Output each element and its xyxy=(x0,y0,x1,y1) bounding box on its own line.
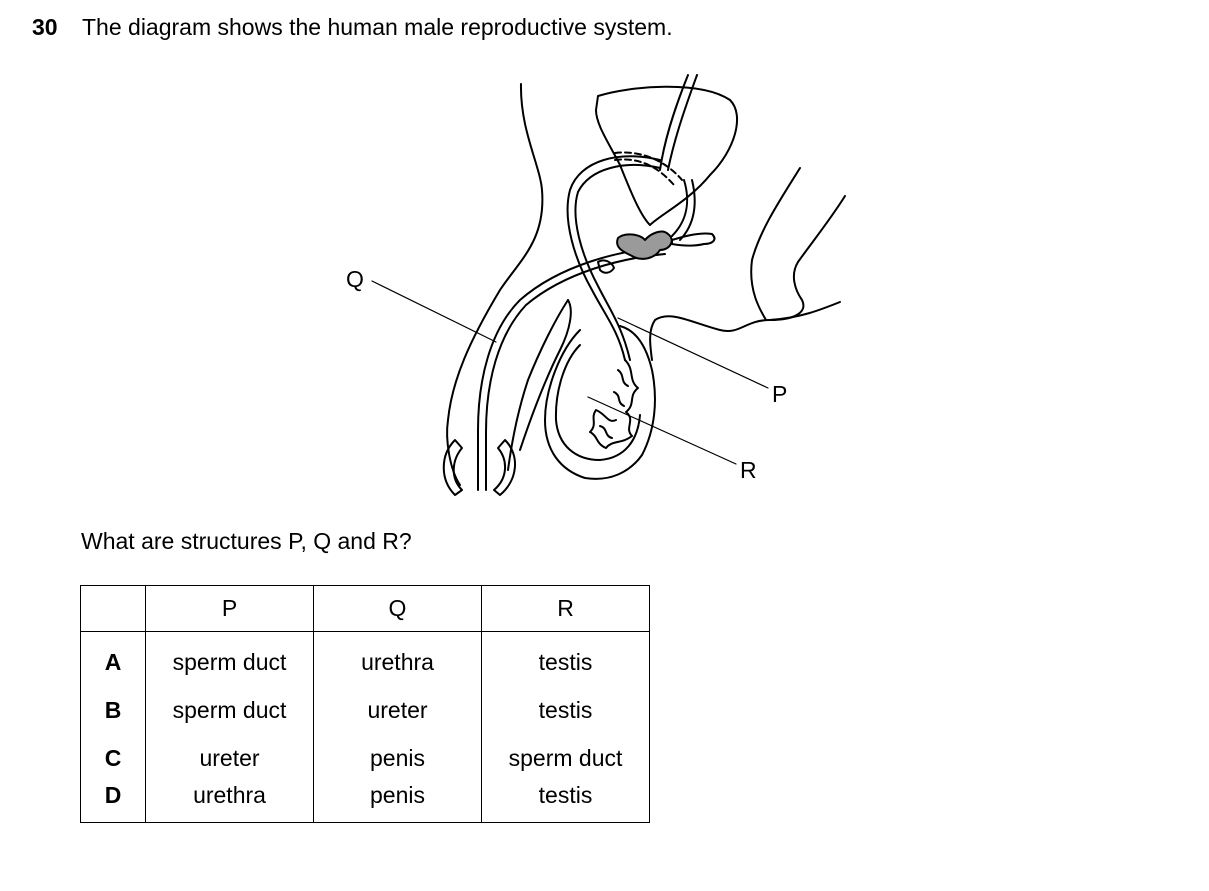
urethra-outer xyxy=(477,246,666,491)
question-number: 30 xyxy=(32,14,58,40)
header-q: Q xyxy=(313,585,482,632)
option-q: penis xyxy=(313,734,482,782)
sperm-duct-loop xyxy=(566,155,661,361)
ureter xyxy=(659,74,689,171)
option-p: ureter xyxy=(145,734,314,782)
back-outline xyxy=(750,167,801,321)
leader-line-r xyxy=(587,396,737,465)
option-r: testis xyxy=(481,686,650,734)
question-stem: The diagram shows the human male reprodu… xyxy=(82,14,673,40)
option-r: sperm duct xyxy=(481,734,650,782)
option-p: urethra xyxy=(145,782,314,823)
option-q: ureter xyxy=(313,686,482,734)
glans-base xyxy=(446,419,461,486)
urethra-inner xyxy=(485,253,666,491)
epididymis-coils xyxy=(599,369,629,439)
leader-line-p xyxy=(617,317,769,389)
option-p: sperm duct xyxy=(145,631,314,686)
seminal-vesicle xyxy=(616,230,673,260)
sperm-duct-right-inner xyxy=(679,179,696,241)
option-letter: D xyxy=(80,782,146,823)
vas-dashed-2 xyxy=(614,158,675,186)
label-p: P xyxy=(772,381,787,407)
table-header-row: P Q R xyxy=(80,585,650,632)
option-r: testis xyxy=(481,631,650,686)
question-prompt: What are structures P, Q and R? xyxy=(81,528,412,554)
option-row-d[interactable]: D urethra penis testis xyxy=(80,782,650,823)
option-r: testis xyxy=(481,782,650,823)
option-row-a[interactable]: A sperm duct urethra testis xyxy=(80,631,650,686)
option-letter: C xyxy=(80,734,146,782)
buttock-outline xyxy=(649,195,846,361)
option-p: sperm duct xyxy=(145,686,314,734)
ureter-inner xyxy=(667,74,698,171)
testis-outline xyxy=(554,344,641,461)
answer-options-table: P Q R A sperm duct urethra testis B sper… xyxy=(80,585,650,823)
gland-left xyxy=(597,259,615,274)
option-row-b[interactable]: B sperm duct ureter testis xyxy=(80,686,650,734)
label-q: Q xyxy=(346,266,364,292)
header-blank xyxy=(80,585,146,632)
vas-dashed xyxy=(614,151,683,181)
abdomen-outline xyxy=(447,83,544,421)
perineum-outline xyxy=(769,301,841,321)
gland-right xyxy=(671,232,716,247)
option-row-c[interactable]: C ureter penis sperm duct xyxy=(80,734,650,782)
option-letter: A xyxy=(80,631,146,686)
option-q: urethra xyxy=(313,631,482,686)
option-q: penis xyxy=(313,782,482,823)
bladder xyxy=(595,85,739,226)
header-r: R xyxy=(481,585,650,632)
header-p: P xyxy=(145,585,314,632)
glans-right xyxy=(493,439,517,496)
penis-inner-outline xyxy=(507,299,569,471)
penis-inner-top xyxy=(519,299,572,451)
scrotum xyxy=(544,325,656,480)
glans-left xyxy=(442,439,463,496)
sperm-duct-loop-inner xyxy=(574,164,661,361)
leader-line-q xyxy=(371,280,497,343)
epididymis xyxy=(589,359,639,449)
option-letter: B xyxy=(80,686,146,734)
label-r: R xyxy=(740,457,757,483)
sperm-duct-right xyxy=(671,179,689,237)
